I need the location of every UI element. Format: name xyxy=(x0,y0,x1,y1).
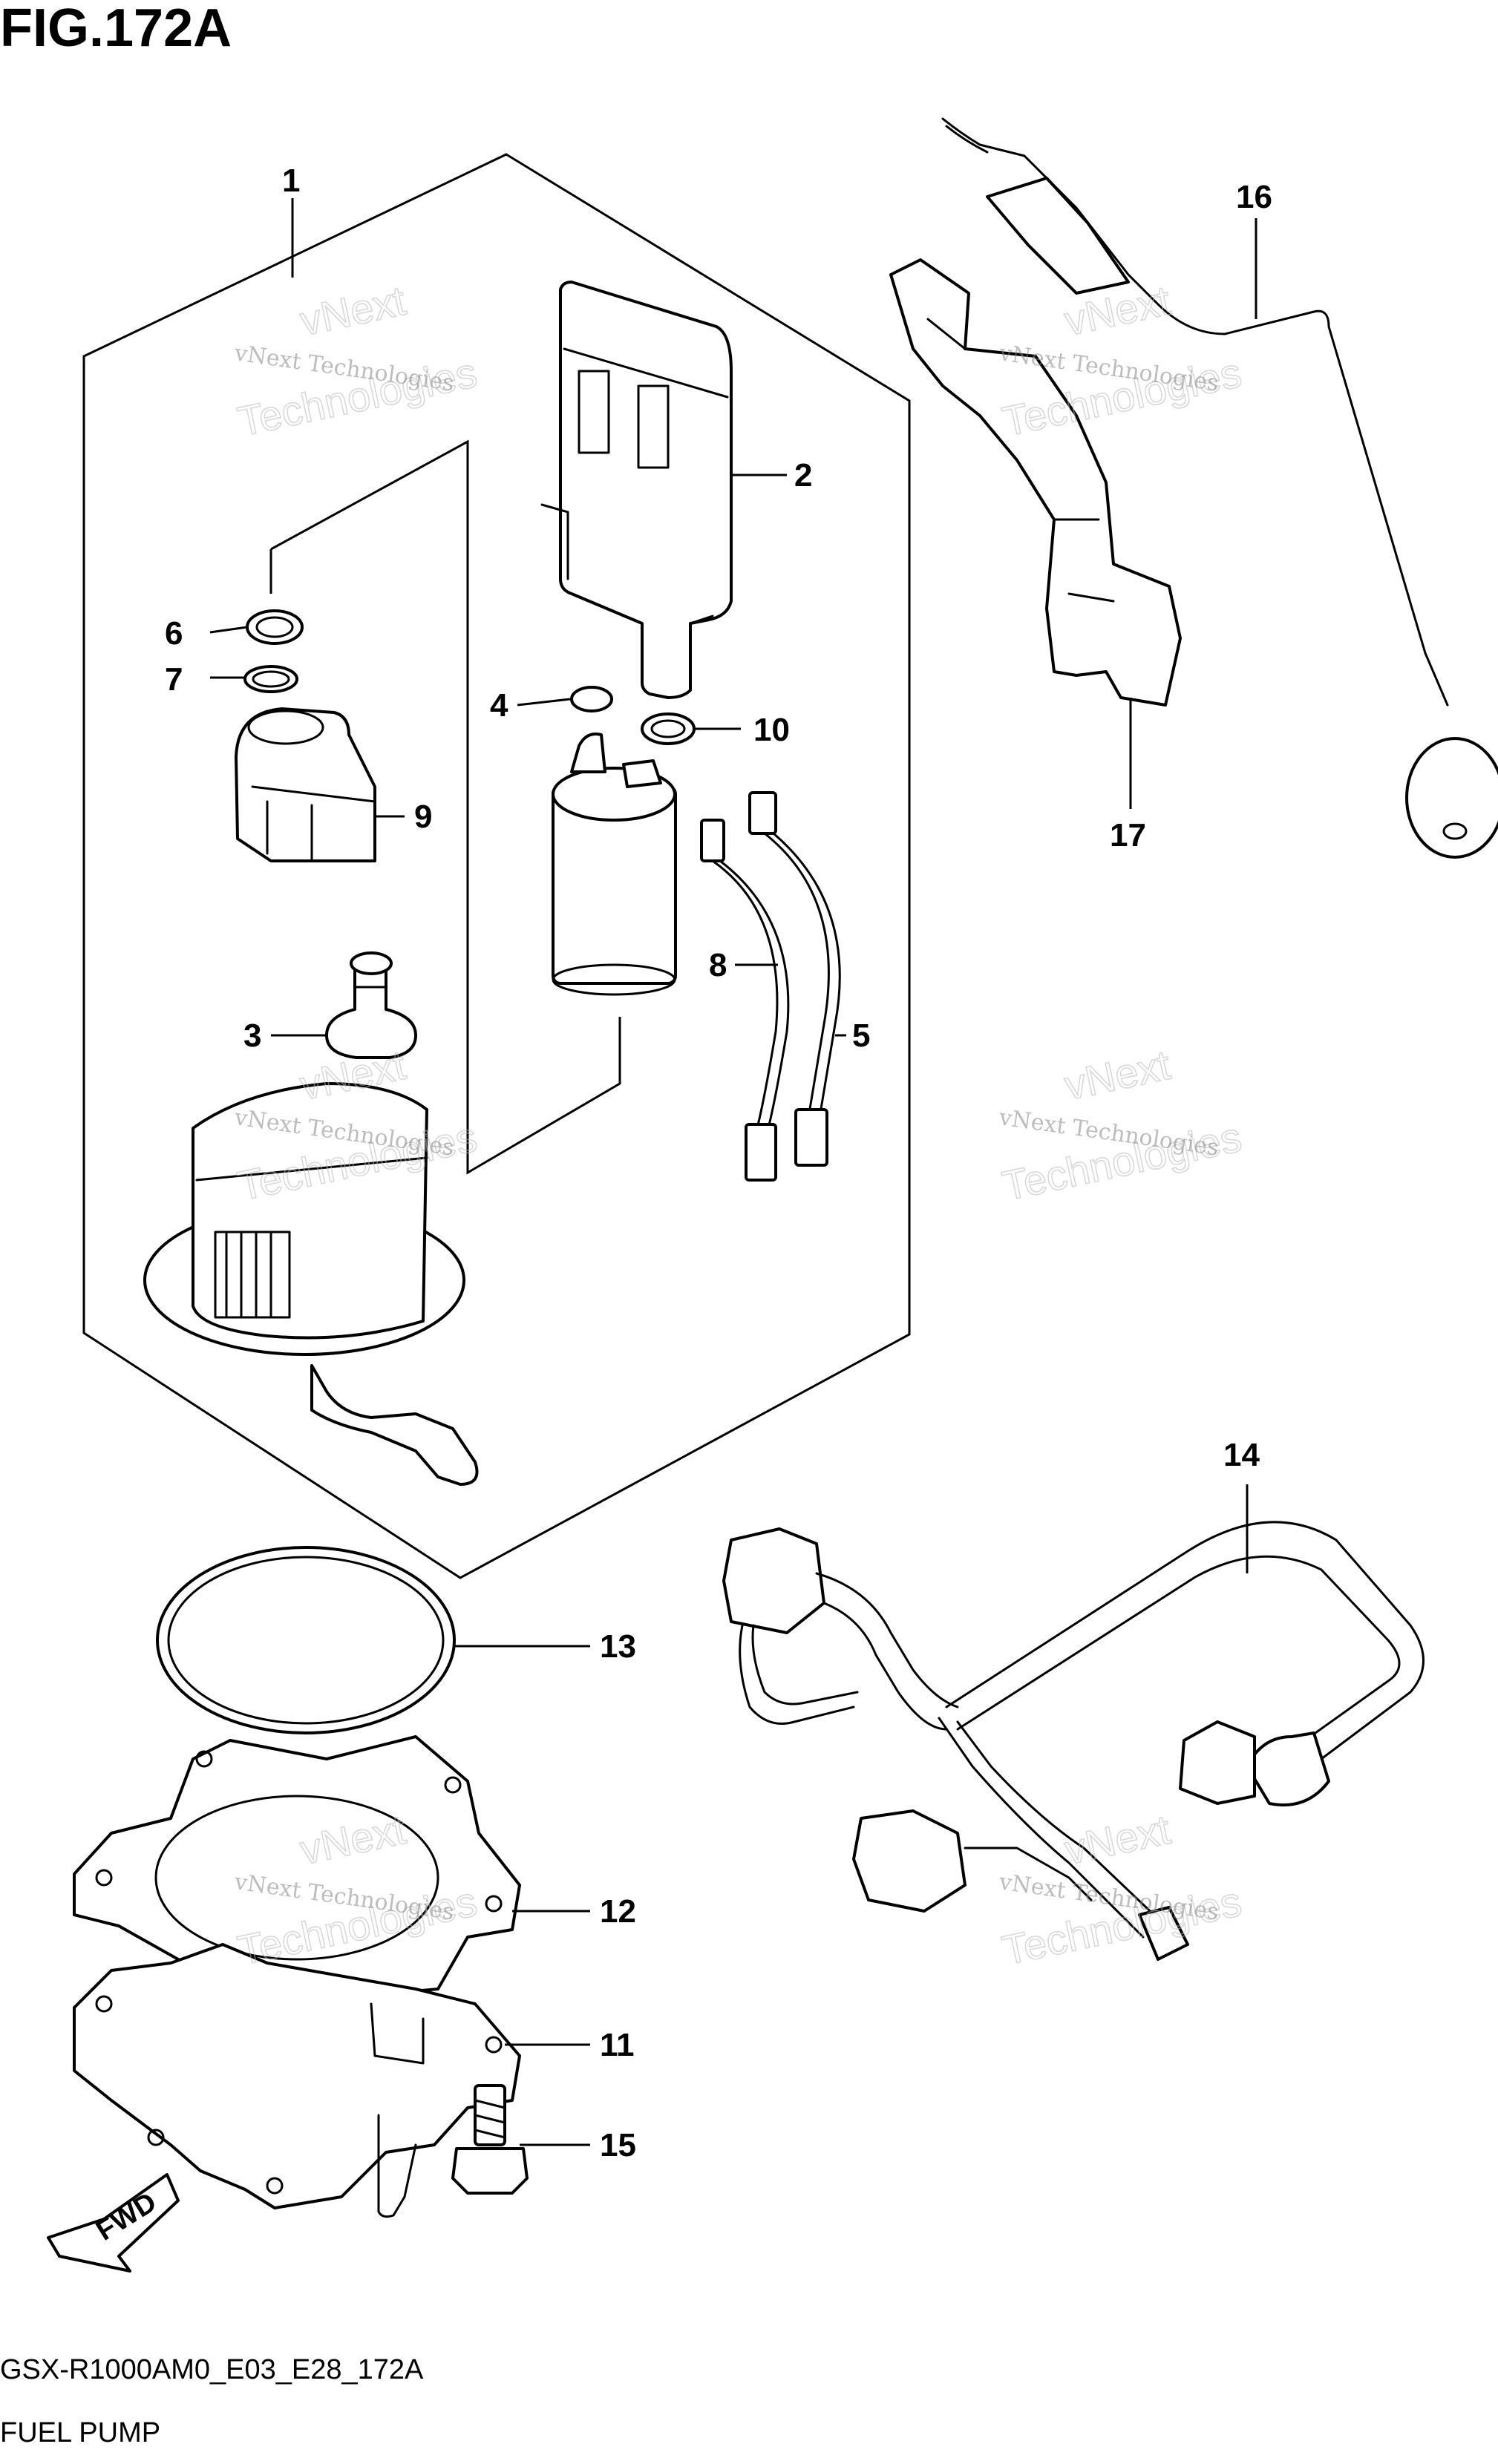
callout-5: 5 xyxy=(852,1018,870,1054)
part-13-o-ring-large xyxy=(156,1546,456,1734)
part-6-o-ring-inner xyxy=(255,616,294,638)
figure-code: GSX-R1000AM0_E03_E28_172A xyxy=(0,2354,424,2385)
callout-13: 13 xyxy=(600,1628,636,1665)
part-3-pressure-regulator xyxy=(325,951,417,1059)
assembly-group-outline xyxy=(82,153,911,1579)
part-2-pump-cover xyxy=(540,281,733,699)
callout-12: 12 xyxy=(600,1893,636,1930)
part-17-sender-bracket xyxy=(889,258,1182,707)
part-6-o-ring xyxy=(246,609,304,645)
part-9-filter-holder xyxy=(235,707,376,862)
callout-3: 3 xyxy=(243,1018,261,1054)
callout-17: 17 xyxy=(1110,817,1146,853)
callout-15: 15 xyxy=(600,2127,636,2163)
figure-title: FIG.172A xyxy=(0,0,232,58)
part-16-fuel-level-sender xyxy=(941,117,1498,859)
callout-7: 7 xyxy=(165,661,183,698)
part-5-wire-lead xyxy=(748,791,841,1167)
part-7-o-ring xyxy=(243,665,298,693)
fuel-pump-motor xyxy=(552,733,677,996)
part-4-o-ring xyxy=(570,686,613,712)
leader-lines xyxy=(209,198,1257,2146)
subgroup-bracket xyxy=(270,439,621,1175)
part-7-o-ring-inner xyxy=(252,670,290,688)
callout-9: 9 xyxy=(414,799,432,835)
forward-direction-indicator: FWD xyxy=(47,2173,180,2273)
part-11-retainer-plate xyxy=(73,1943,521,2218)
part-14-fuel-hose xyxy=(722,1521,1425,1961)
part-8-wire-lead xyxy=(700,819,790,1182)
callout-14: 14 xyxy=(1223,1437,1260,1473)
pump-housing-base xyxy=(143,1082,479,1486)
callout-16: 16 xyxy=(1236,179,1272,215)
callout-4: 4 xyxy=(490,687,508,724)
callout-6: 6 xyxy=(165,615,183,652)
watermark-vnext: vNext xyxy=(1061,1041,1175,1109)
part-10-o-ring-inner xyxy=(650,719,686,738)
watermark-vnext: vNext xyxy=(1061,1806,1175,1873)
callout-8: 8 xyxy=(709,947,727,983)
watermark-vnext: vNext xyxy=(296,277,411,344)
callout-10: 10 xyxy=(753,712,790,748)
callout-11: 11 xyxy=(600,2027,635,2063)
part-10-o-ring xyxy=(641,712,696,745)
part-12-gasket-plate xyxy=(73,1735,521,1998)
part-15-bolt xyxy=(451,2084,529,2195)
figure-name: FUEL PUMP xyxy=(0,2417,160,2448)
part-13-o-ring-inner xyxy=(167,1556,445,1725)
callout-1: 1 xyxy=(282,163,300,199)
callout-2: 2 xyxy=(794,457,812,494)
